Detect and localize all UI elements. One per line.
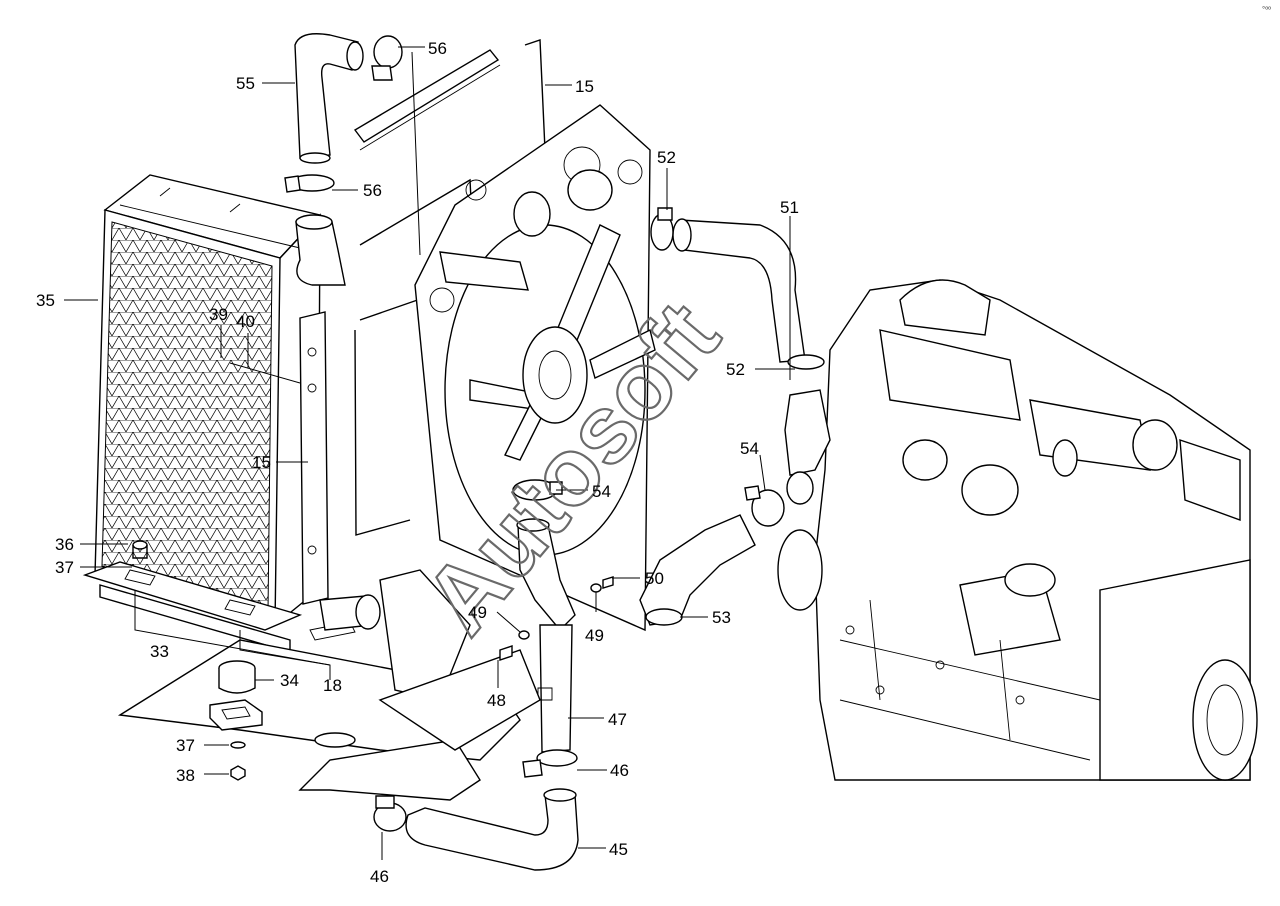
nut (230, 765, 246, 781)
hose-clamp-46-center (522, 749, 578, 778)
radiator-outlet-neck (319, 594, 381, 631)
corner-mark: °ºº (1262, 5, 1271, 14)
callout-38: 38 (176, 766, 195, 785)
radiator-mount-bolt (132, 540, 148, 559)
callout-51: 51 (780, 198, 799, 217)
callout-52: 52 (657, 148, 676, 167)
hose-clamp-54-center (512, 479, 563, 501)
callout-34: 34 (280, 671, 299, 690)
callout-55: 55 (236, 74, 255, 93)
callout-39: 39 (209, 305, 228, 324)
hose-clamp-top (371, 35, 403, 81)
shroud-duct-pipes (439, 169, 613, 291)
callout-50: 50 (645, 569, 664, 588)
callout-45: 45 (609, 840, 628, 859)
callout-15: 15 (252, 453, 271, 472)
callout-49: 49 (468, 603, 487, 622)
bottom-hose (405, 788, 579, 871)
callout-46: 46 (610, 761, 629, 780)
callout-56: 56 (428, 39, 447, 58)
callout-36: 36 (55, 535, 74, 554)
hose-clamp-52-upper (650, 207, 674, 251)
coolant-pipe (537, 624, 573, 753)
top-rail (353, 49, 501, 151)
radiator-core (94, 174, 322, 626)
callout-18: 18 (323, 676, 342, 695)
callout-54: 54 (592, 482, 611, 501)
callout-47: 47 (608, 710, 627, 729)
hose-clamp-radiator (284, 174, 335, 193)
top-hose (294, 33, 364, 164)
callout-46: 46 (370, 867, 389, 886)
bottom-guard-plate (117, 569, 541, 801)
callout-40: 40 (236, 312, 255, 331)
callout-15: 15 (575, 77, 594, 96)
callout-52: 52 (726, 360, 745, 379)
cooling-fan (469, 224, 656, 461)
hose-clamp-46-lower (373, 795, 407, 832)
engine-block (777, 279, 1258, 781)
callout-53: 53 (712, 608, 731, 627)
lower-engine-hose (639, 514, 756, 626)
hose-clamp-52-lower (787, 354, 825, 370)
hose-clamp-54-engine (744, 485, 785, 527)
callout-labels: 55 56 15 56 52 51 35 39 40 52 15 54 54 3… (36, 39, 799, 886)
leader-lines (64, 46, 795, 860)
callout-49: 49 (585, 626, 604, 645)
callout-37: 37 (176, 736, 195, 755)
washer (230, 741, 246, 749)
callout-56: 56 (363, 181, 382, 200)
radiator-side-bracket (299, 311, 329, 605)
center-connector-hose (516, 518, 576, 632)
callout-33: 33 (150, 642, 169, 661)
rubber-mount (218, 660, 256, 694)
water-outlet-elbow (784, 389, 831, 505)
callout-37: 37 (55, 558, 74, 577)
callout-48: 48 (487, 691, 506, 710)
callout-35: 35 (36, 291, 55, 310)
mount-bracket (209, 699, 263, 731)
shroud-bolts (499, 576, 614, 661)
radiator-inlet-neck (295, 214, 346, 286)
radiator-base-plate (82, 561, 303, 653)
callout-54: 54 (740, 439, 759, 458)
